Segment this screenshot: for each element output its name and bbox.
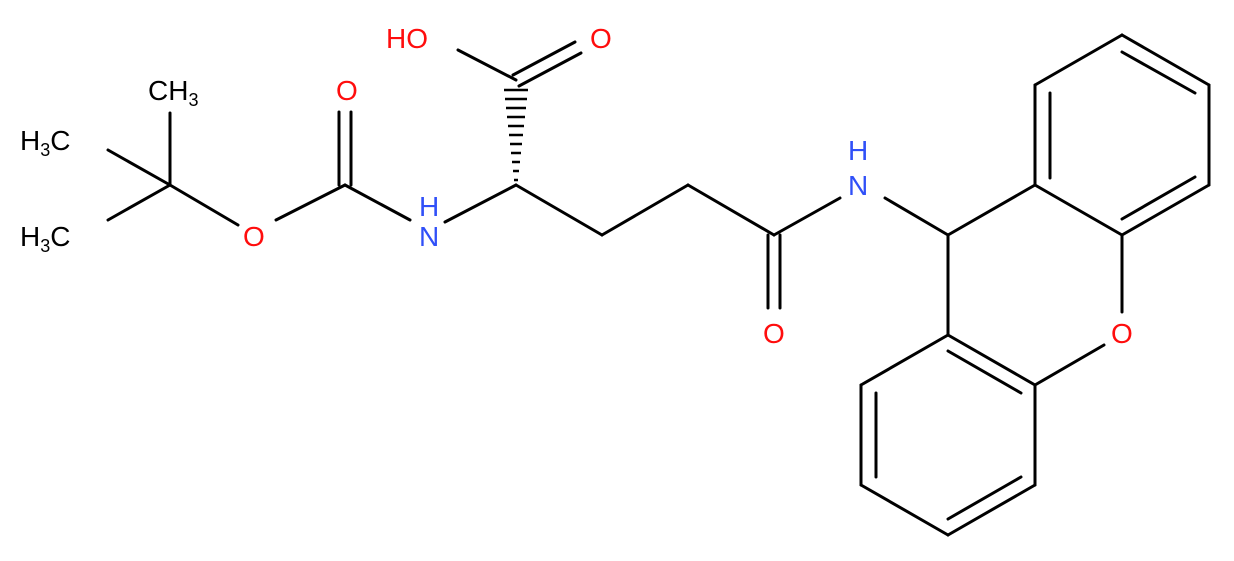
bond-cb-cg <box>600 183 690 237</box>
bond-ring1-ef <box>1120 183 1211 237</box>
label-hydroxyl-acid: HO <box>386 23 428 54</box>
label-ch3-left-lower: H3C <box>20 221 70 256</box>
bond-cq-ch3upper <box>106 148 172 187</box>
bond-ring1-fa <box>1033 183 1124 237</box>
label-oxygen-boc-ester: O <box>243 221 265 252</box>
bond-cacid-o-a <box>511 40 577 77</box>
label-nitrogen-amide: N <box>848 170 868 201</box>
label-oxygen-xanthene: O <box>1111 318 1133 349</box>
bond-cq-oester <box>168 183 240 227</box>
label-hydrogen-amide: H <box>848 135 868 166</box>
bond-ring1-ef-inner <box>1120 175 1197 221</box>
label-nitrogen-boc: N <box>419 221 439 252</box>
bond-oester-cboc <box>274 183 347 222</box>
label-oxygen-acid: O <box>590 23 612 54</box>
label-hydrogen-boc: H <box>419 191 439 222</box>
label-ch3-top: CH3 <box>148 75 198 110</box>
label-oxygen-amide: O <box>763 318 785 349</box>
label-ch3-left-upper: H3C <box>20 125 70 160</box>
hashed-wedge-bond <box>504 88 528 182</box>
bond-nboc-calpha <box>443 183 518 224</box>
bond-ring1-cd <box>1120 33 1211 87</box>
bond-ring1-cd-inner <box>1120 50 1197 95</box>
bond-cacid-o-b <box>517 51 583 88</box>
bond-cboc-nboc <box>343 183 412 222</box>
bond-calpha-cb <box>514 183 604 237</box>
bond-c9-c9a <box>946 183 1037 237</box>
bond-cq-ch3lower <box>106 183 172 222</box>
bond-oxan-ring2 <box>1033 343 1106 387</box>
bond-cacid-oh <box>456 48 518 82</box>
bond-ring2-ij-inner <box>946 475 1023 521</box>
bond-ring1-bc <box>1033 33 1124 87</box>
bond-ring2-jk <box>859 483 950 537</box>
bond-cg-camide <box>686 183 776 237</box>
bond-ring2-hg-inner <box>946 349 1023 395</box>
label-oxygen-boc-carbonyl: O <box>336 75 358 106</box>
bond-camide-namide <box>772 196 842 237</box>
bond-ring2-hg <box>946 333 1037 387</box>
bond-namide-c9 <box>883 196 950 237</box>
bond-ring2-lh <box>859 333 950 387</box>
bond-ring2-ij <box>946 483 1037 537</box>
